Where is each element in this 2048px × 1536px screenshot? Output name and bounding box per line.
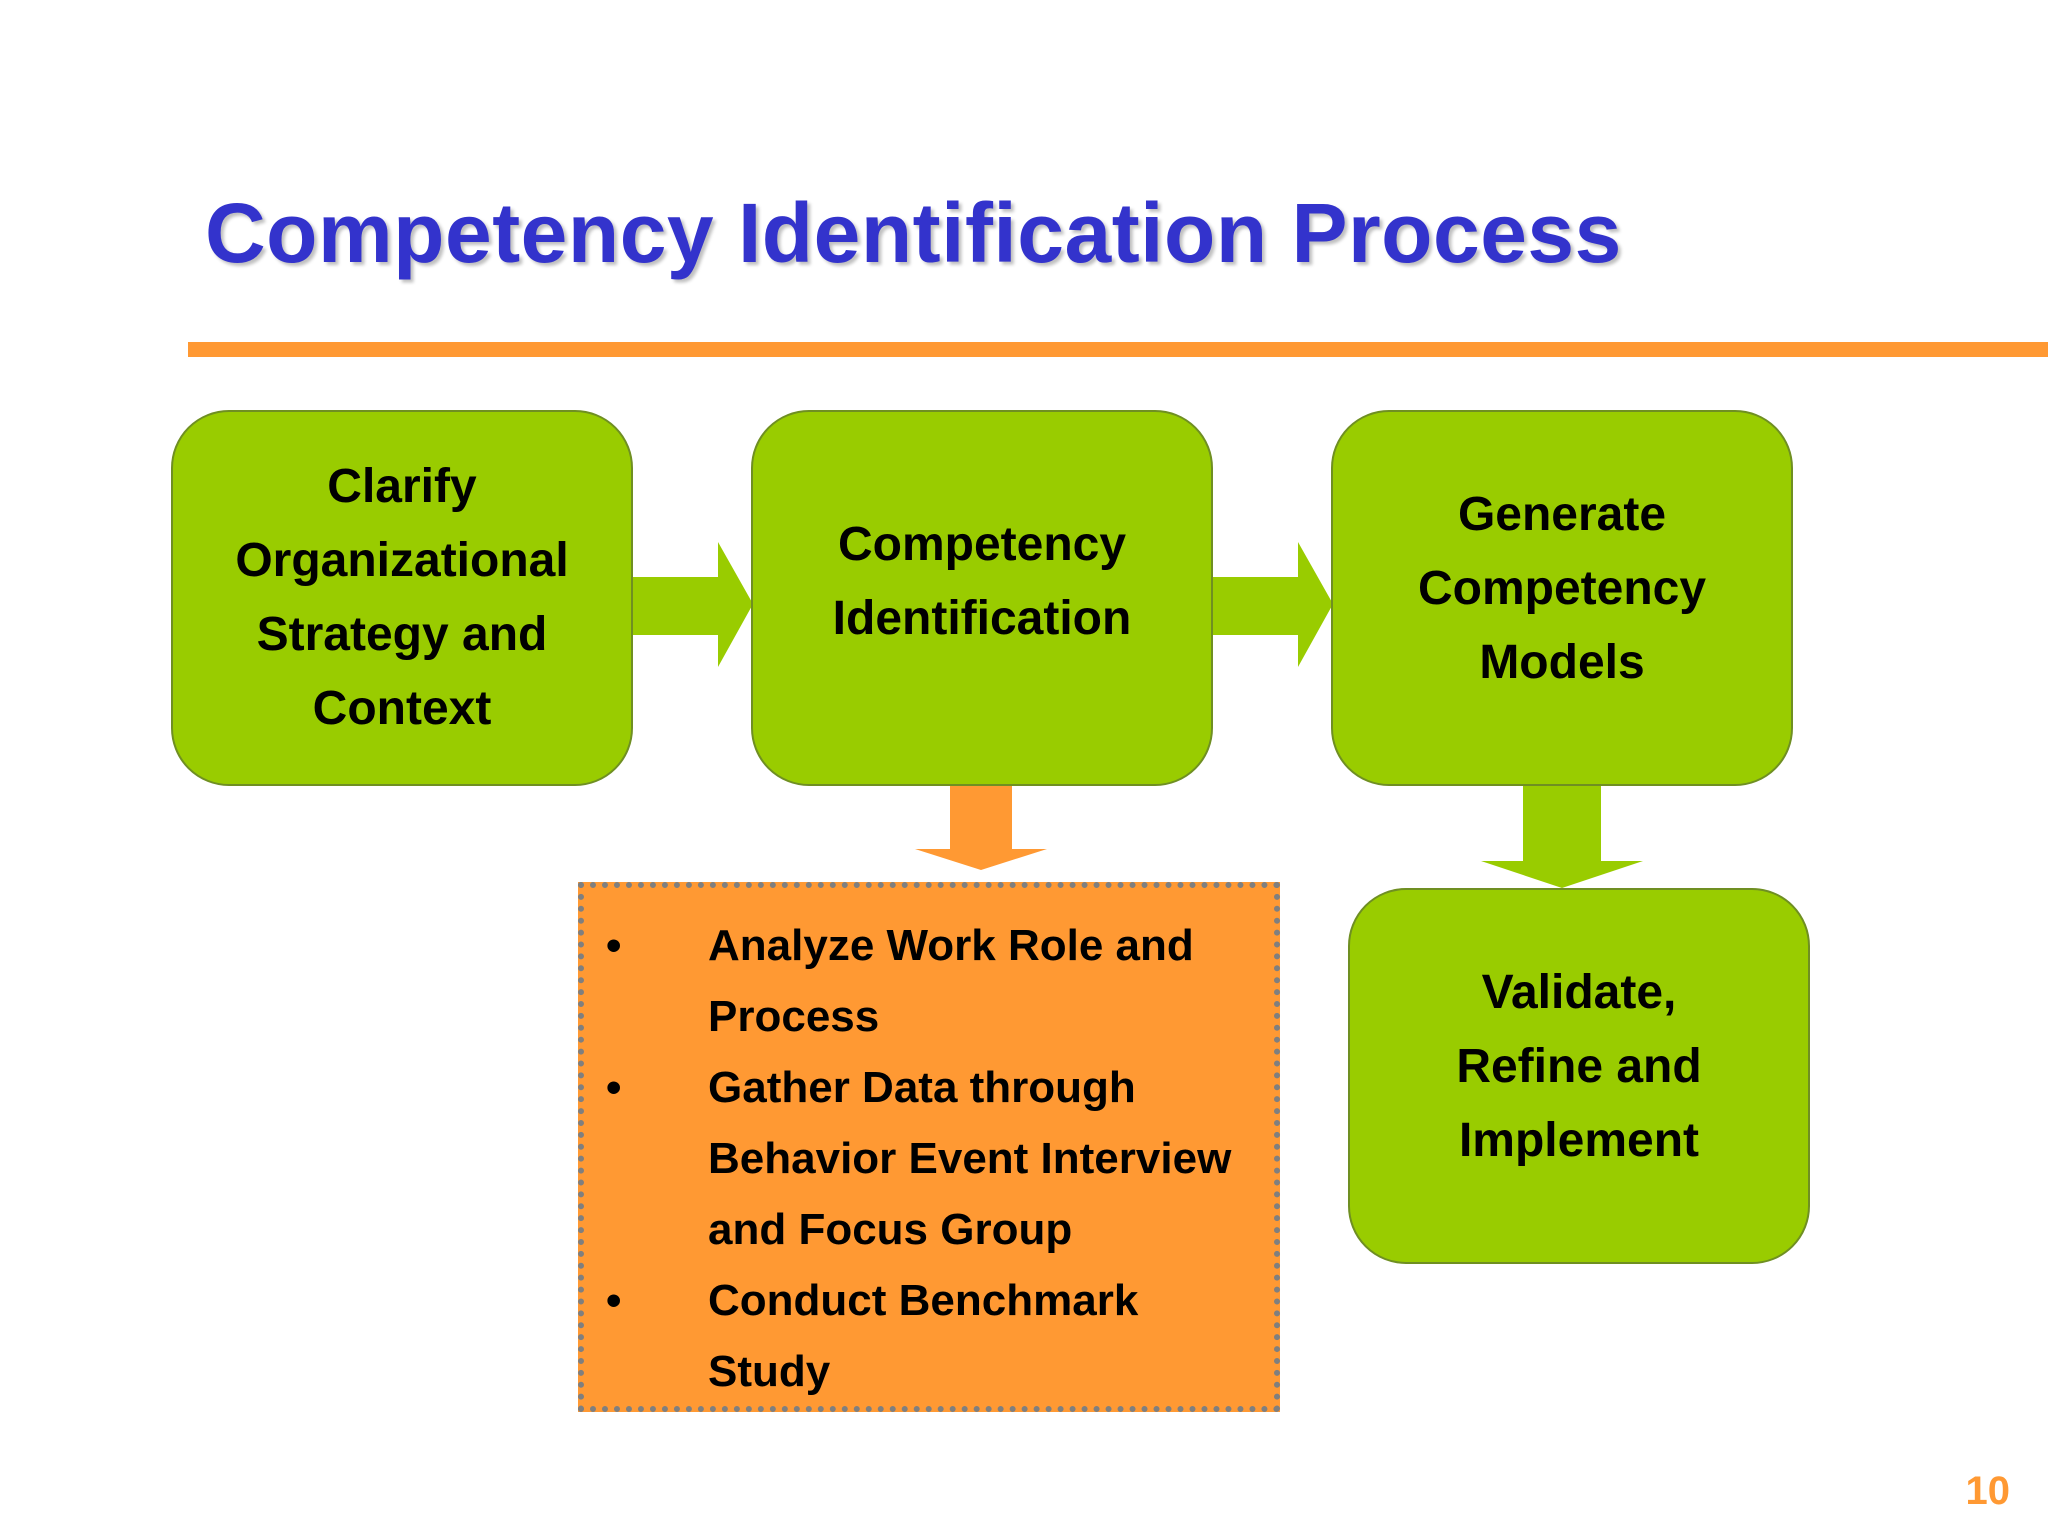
step-clarify-strategy-box: Clarify Organizational Strategy and Cont… xyxy=(171,410,633,786)
step-text-line: Competency xyxy=(1417,562,1707,615)
detail-item-benchmark: • Conduct Benchmark Study xyxy=(584,1265,1254,1407)
step-text-line: Competency xyxy=(837,518,1127,571)
detail-line: Analyze Work Role and xyxy=(708,921,1194,970)
arrow-down-orange xyxy=(915,785,1047,870)
detail-line: Behavior Event Interview xyxy=(708,1134,1232,1183)
arrow-right-1 xyxy=(632,542,753,667)
step-generate-models-box: Generate Competency Models xyxy=(1331,410,1793,786)
detail-line: Gather Data through xyxy=(708,1063,1136,1112)
page-number: 10 xyxy=(1965,1469,2011,1513)
detail-line: Process xyxy=(708,992,880,1041)
step-text-line: Strategy and xyxy=(256,608,548,661)
arrow-down-green xyxy=(1481,785,1643,888)
step-competency-identification-box: Competency Identification xyxy=(751,410,1213,786)
title-underline xyxy=(188,342,2048,357)
step-validate-implement-box: Validate, Refine and Implement xyxy=(1348,888,1810,1264)
detail-line: Conduct Benchmark xyxy=(708,1276,1139,1325)
step-text-line: Context xyxy=(312,682,492,735)
detail-line: and Focus Group xyxy=(708,1205,1073,1254)
slide-title: Competency Identification Process xyxy=(205,186,1622,280)
details-list: • Analyze Work Role and Process • Gather… xyxy=(584,910,1254,1407)
step-text-line: Generate xyxy=(1457,488,1667,541)
arrow-right-2 xyxy=(1212,542,1333,667)
step-text-line: Models xyxy=(1479,636,1645,689)
step-text-line: Organizational xyxy=(235,534,569,587)
bullet-icon: • xyxy=(606,921,622,970)
bullet-icon: • xyxy=(606,1063,622,1112)
step-text-line: Validate, xyxy=(1481,966,1677,1019)
detail-line: Study xyxy=(708,1347,831,1396)
detail-item-analyze: • Analyze Work Role and Process xyxy=(584,910,1254,1052)
detail-item-gather-data: • Gather Data through Behavior Event Int… xyxy=(584,1052,1254,1265)
step-text-line: Refine and xyxy=(1456,1040,1702,1093)
identification-details-box: • Analyze Work Role and Process • Gather… xyxy=(578,882,1280,1412)
step-text-line: Clarify xyxy=(327,460,477,513)
step-text-line: Implement xyxy=(1458,1114,1700,1167)
bullet-icon: • xyxy=(606,1276,622,1325)
step-text-line: Identification xyxy=(832,592,1132,645)
